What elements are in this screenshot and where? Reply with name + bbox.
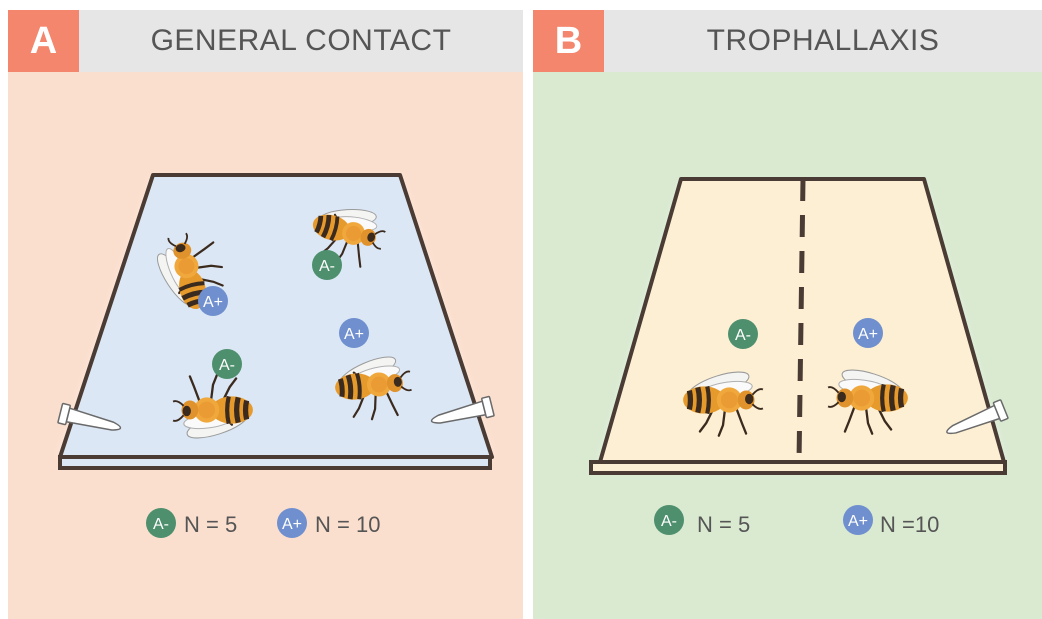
panel-a-arena-diagram: A+ A- A- A+ A- N = 5 A+ N = 10 [8, 10, 523, 619]
badge-a-minus: A- [212, 349, 242, 379]
badge-a-plus: A+ [339, 318, 369, 348]
svg-text:A-: A- [319, 258, 335, 275]
legend-b-plus: A+ N =10 [843, 505, 939, 537]
legend-a-plus: A+ N = 10 [277, 508, 380, 538]
panel-b-arena-diagram: A- A+ A- N = 5 A+ N =10 [533, 10, 1042, 619]
legend-a-plus-count: N = 10 [315, 512, 380, 537]
badge-a-plus: A+ [853, 318, 883, 348]
legend-a-minus-count: N = 5 [184, 512, 237, 537]
legend-b-plus-count: N =10 [880, 512, 939, 537]
legend-a-minus: A- N = 5 [146, 508, 237, 538]
badge-a-minus: A- [312, 250, 342, 280]
svg-text:A+: A+ [282, 516, 302, 533]
svg-text:A-: A- [153, 516, 169, 533]
svg-text:A+: A+ [203, 294, 223, 311]
arena-a [60, 175, 492, 457]
badge-a-minus: A- [728, 319, 758, 349]
panel-a: A GENERAL CONTACT [8, 10, 523, 619]
arena-b-base [591, 462, 1005, 473]
panel-b: B TROPHALLAXIS [533, 10, 1042, 619]
svg-text:A+: A+ [848, 513, 868, 530]
arena-a-base [60, 457, 490, 468]
svg-text:A+: A+ [344, 326, 364, 343]
svg-text:A-: A- [219, 357, 235, 374]
legend-b-minus-count: N = 5 [697, 512, 750, 537]
svg-text:A+: A+ [858, 326, 878, 343]
badge-a-plus: A+ [198, 286, 228, 316]
svg-text:A-: A- [735, 327, 751, 344]
svg-text:A-: A- [661, 513, 677, 530]
legend-b-minus: A- N = 5 [654, 505, 750, 537]
